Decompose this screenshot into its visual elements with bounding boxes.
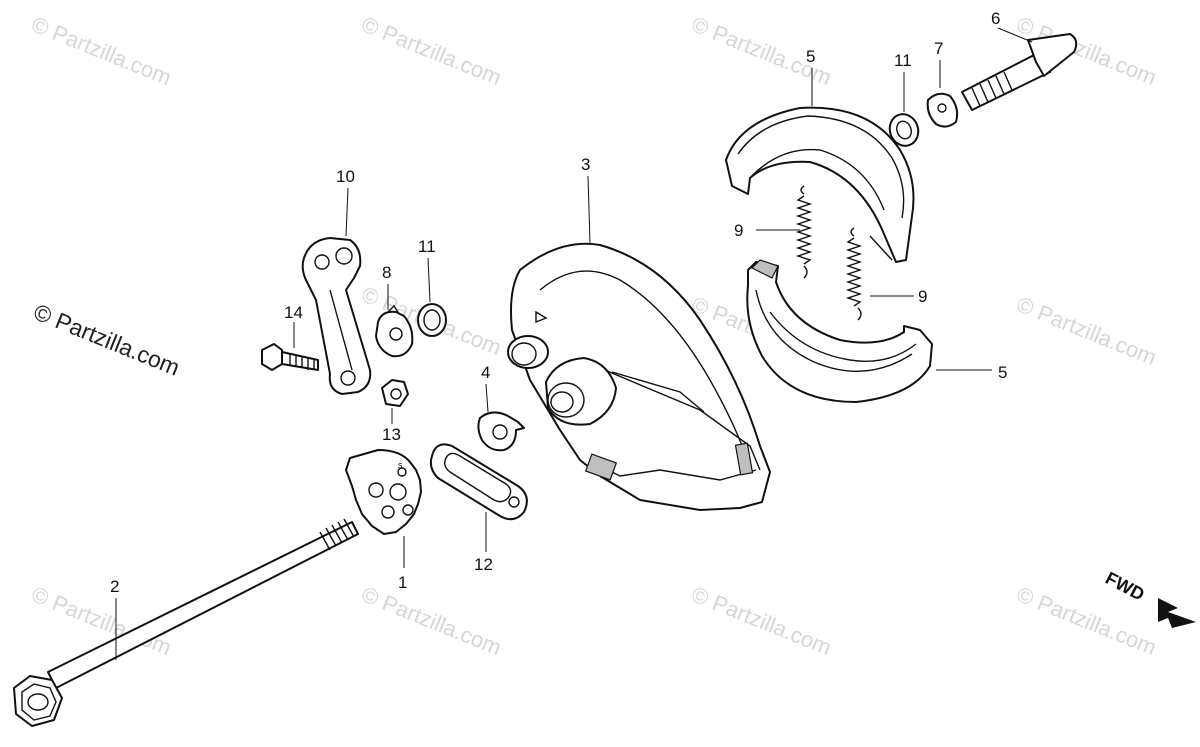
part-sprocket[interactable]: s — [345, 449, 422, 535]
callout-9-right[interactable]: 9 — [918, 287, 927, 306]
callout-1[interactable]: 1 — [398, 573, 407, 592]
watermark: © Partzilla.com — [358, 581, 505, 660]
svg-text:s: s — [398, 460, 403, 470]
arrow-right-icon — [1158, 598, 1196, 628]
part-washer-small[interactable] — [926, 92, 959, 128]
callout-13[interactable]: 13 — [382, 425, 401, 444]
side-watermark: © Partzilla.com — [30, 299, 183, 381]
part-brake-arm[interactable] — [301, 237, 372, 395]
part-bolt[interactable] — [261, 343, 319, 371]
callout-4[interactable]: 4 — [481, 363, 490, 382]
fwd-label: FWD — [1102, 568, 1148, 605]
watermark: © Partzilla.com — [358, 11, 505, 90]
part-brake-shoe-lower[interactable] — [746, 259, 933, 403]
watermark: © Partzilla.com — [688, 581, 835, 660]
callout-3[interactable]: 3 — [581, 155, 590, 174]
callout-12[interactable]: 12 — [474, 555, 493, 574]
part-seal-right[interactable] — [885, 110, 922, 150]
callout-6[interactable]: 6 — [991, 9, 1000, 28]
callout-11-left[interactable]: 11 — [418, 237, 436, 256]
part-washer[interactable] — [477, 411, 525, 452]
callout-labels: 1 2 3 4 5 5 6 7 8 9 9 10 11 11 12 13 14 — [110, 9, 1007, 596]
part-spring-right[interactable] — [845, 227, 863, 321]
callout-5-lower[interactable]: 5 — [998, 363, 1007, 382]
callout-8[interactable]: 8 — [382, 263, 391, 282]
part-gasket-plate[interactable] — [429, 443, 528, 521]
part-nut[interactable] — [381, 379, 409, 407]
part-seal-left[interactable] — [417, 303, 447, 337]
watermark: © Partzilla.com — [1013, 291, 1160, 370]
callout-14[interactable]: 14 — [284, 303, 303, 322]
callout-7[interactable]: 7 — [934, 39, 943, 58]
part-axle[interactable] — [13, 518, 359, 727]
callout-9-left[interactable]: 9 — [734, 221, 743, 240]
part-brake-panel[interactable] — [507, 242, 771, 511]
callout-2[interactable]: 2 — [110, 577, 119, 596]
part-spring-left[interactable] — [795, 185, 813, 279]
part-brake-cam-shaft[interactable] — [961, 33, 1078, 111]
part-indicator-plate[interactable] — [375, 304, 414, 358]
callout-5-upper[interactable]: 5 — [806, 47, 815, 66]
callout-10[interactable]: 10 — [336, 167, 355, 186]
part-brake-shoe-upper[interactable] — [725, 106, 915, 263]
callout-11-right[interactable]: 11 — [894, 51, 912, 70]
leader-lines — [115, 27, 1033, 660]
watermark: © Partzilla.com — [28, 11, 175, 90]
